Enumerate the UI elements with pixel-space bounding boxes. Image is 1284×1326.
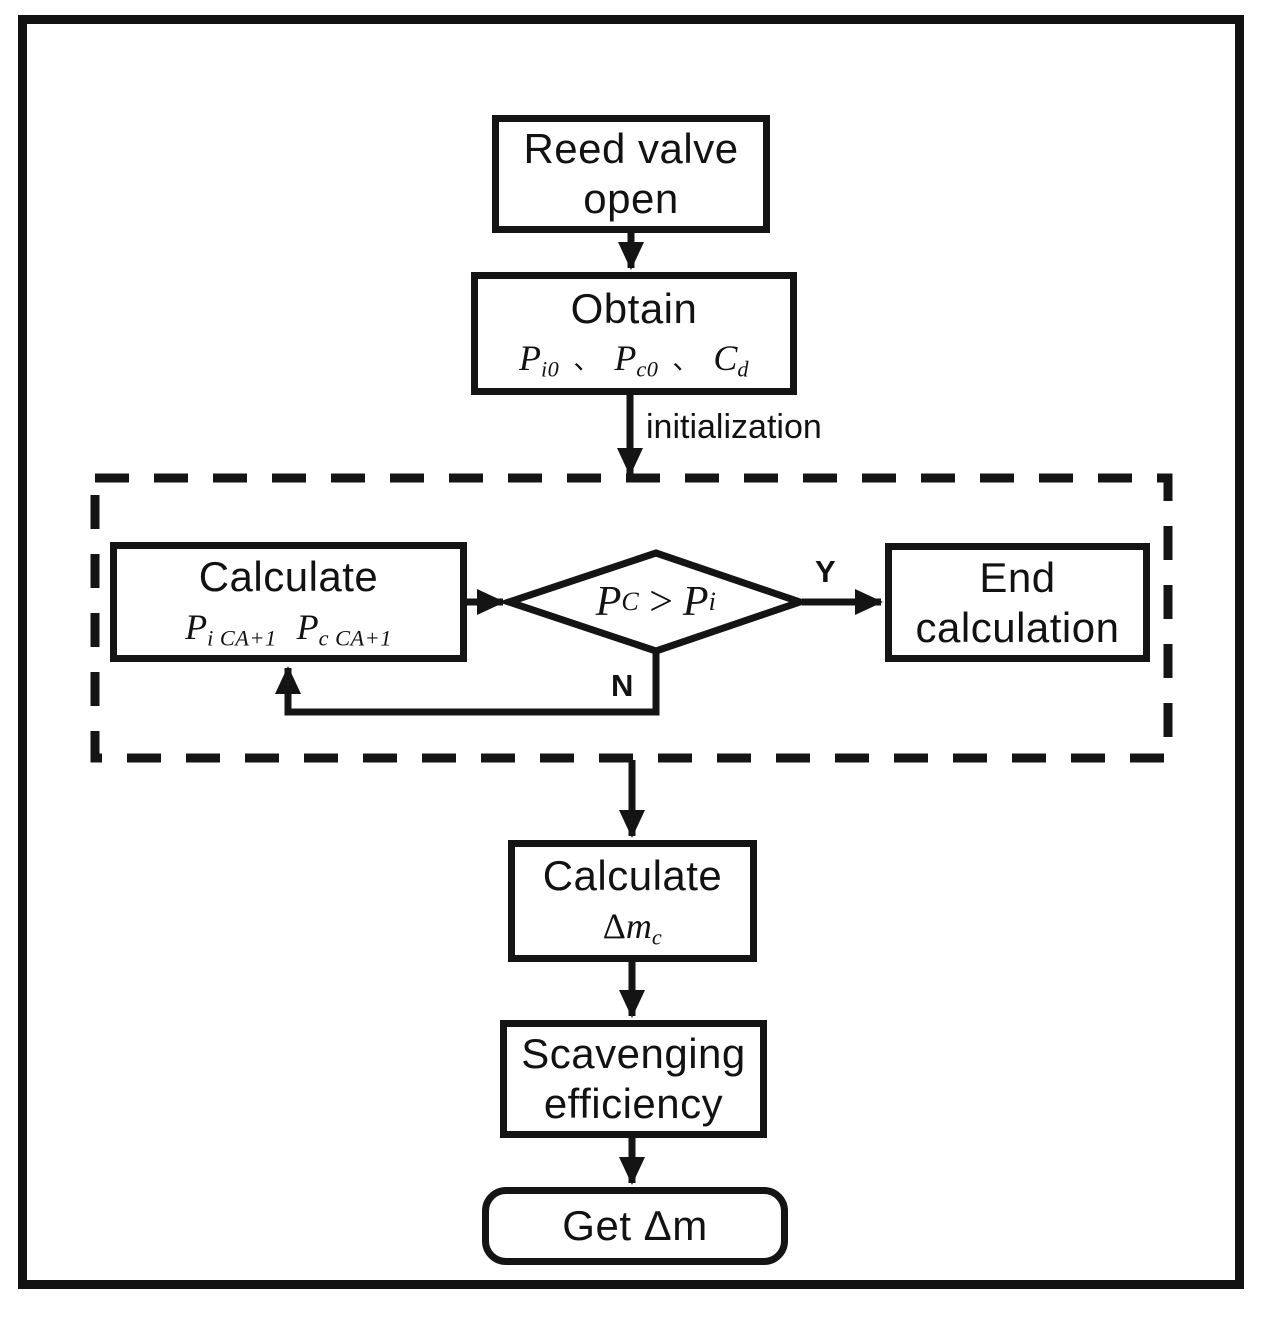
get-dm-label: Get Δm — [562, 1202, 708, 1250]
no-branch-label: N — [611, 668, 634, 703]
calc-p2-sub: c CA+1 — [318, 625, 392, 651]
obtain-p1-base: P — [518, 338, 541, 379]
reed-valve-line2: open — [583, 175, 679, 222]
calc-dm-base: m — [625, 905, 652, 946]
calc-dm-delta: Δ — [602, 905, 626, 946]
calculate-loop-title: Calculate — [198, 553, 379, 601]
arrow-decision-no-loopback — [275, 652, 660, 716]
calc-dm-sub: c — [651, 924, 663, 950]
reed-valve-line1: Reed valve — [523, 125, 739, 173]
initialization-label: initialization — [646, 408, 822, 446]
node-obtain: Obtain Pi0 、 Pc0 、 Cd — [471, 272, 797, 395]
calc-p1-sub: i CA+1 — [207, 625, 277, 651]
obtain-p1-sub: i0 — [540, 356, 560, 382]
scavenging-line1: Scavenging — [521, 1030, 746, 1078]
node-get-dm: Get Δm — [482, 1187, 788, 1265]
calc-p1-base: P — [185, 606, 208, 647]
obtain-p2-sub: c0 — [636, 356, 659, 382]
decision-operator: > — [649, 579, 673, 625]
decision-left-base: P — [595, 579, 622, 625]
outer-frame — [18, 15, 1244, 1289]
decision-diamond — [497, 549, 811, 655]
scavenging-line2: efficiency — [543, 1080, 724, 1127]
node-calculate-dmc: Calculate Δmc — [508, 840, 757, 962]
node-reed-valve-open: Reed valve open — [492, 115, 770, 233]
end-calc-line2: calculation — [915, 603, 1120, 651]
obtain-separator-2: 、 — [672, 344, 700, 376]
node-scavenging-efficiency: Scavenging efficiency — [500, 1020, 767, 1138]
obtain-title: Obtain — [570, 284, 698, 332]
obtain-cd-sub: d — [737, 356, 750, 382]
end-calc-line1: End — [979, 553, 1056, 601]
obtain-cd-base: C — [713, 338, 738, 379]
yes-branch-label: Y — [815, 554, 836, 589]
calc-p2-base: P — [296, 606, 319, 647]
obtain-formula: Pi0 、 Pc0 、 Cd — [519, 337, 749, 383]
obtain-p2-base: P — [614, 338, 637, 379]
decision-right-sub: i — [708, 587, 717, 616]
calc-dm-title: Calculate — [542, 852, 723, 900]
decision-left-sub: C — [621, 587, 640, 616]
obtain-separator-1: 、 — [573, 344, 601, 376]
node-end-calculation: End calculation — [885, 543, 1150, 662]
decision-right-base: P — [682, 579, 709, 625]
loop-boundary-dashed-box — [90, 473, 1173, 763]
calc-dm-formula: Δmc — [603, 905, 663, 951]
